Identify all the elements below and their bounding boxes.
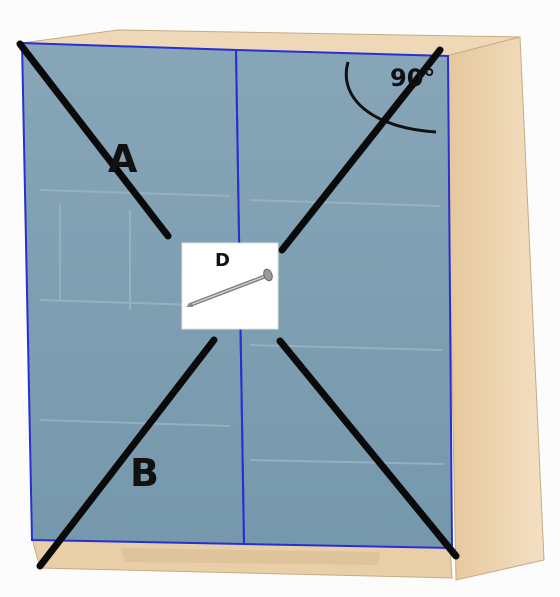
diagonal-lines — [16, 40, 460, 570]
label-angle: 90° — [390, 64, 435, 92]
nail-icon — [186, 268, 273, 307]
diagonal-line-top-left — [16, 40, 172, 240]
cabinet-side-panel — [445, 36, 545, 581]
diagonal-line-bottom-left — [36, 336, 218, 570]
cabinet-base-shadow — [120, 548, 380, 565]
label-d: D — [215, 250, 230, 271]
nail-inset-box — [181, 242, 279, 330]
diagonal-line-top-right — [278, 46, 444, 254]
label-a: A — [108, 137, 138, 181]
label-b: B — [130, 451, 159, 495]
angle-arc — [344, 61, 437, 134]
nail-inset: D — [181, 242, 279, 330]
diagonal-line-bottom-right — [276, 337, 460, 560]
